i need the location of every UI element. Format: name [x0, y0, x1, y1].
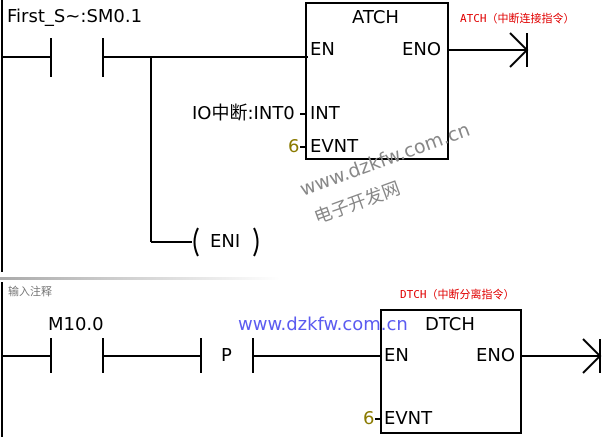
- dtch-evnt-value[interactable]: 6: [363, 408, 375, 429]
- int-operand[interactable]: IO中断:INT0: [192, 103, 295, 124]
- network-separator: [0, 277, 280, 280]
- atch-evnt-pin: EVNT: [310, 136, 359, 157]
- dtch-eno-pin: ENO: [476, 345, 516, 366]
- atch-evnt-value[interactable]: 6: [288, 136, 300, 157]
- atch-int-pin: INT: [310, 103, 340, 124]
- atch-annotation: ATCH（中断连接指令）: [460, 12, 575, 25]
- coil-right-paren: [253, 227, 259, 257]
- dtch-title: DTCH: [425, 314, 475, 335]
- p-contact-label: P: [221, 345, 232, 366]
- network-comment[interactable]: 输入注释: [8, 285, 52, 298]
- eni-coil-label[interactable]: ENI: [210, 231, 241, 252]
- atch-en-pin: EN: [310, 39, 335, 60]
- contact-label-m10-0[interactable]: M10.0: [48, 314, 104, 335]
- dtch-evnt-pin: EVNT: [384, 408, 433, 429]
- atch-box: [305, 2, 449, 160]
- coil-left-paren: [193, 227, 199, 257]
- contact-label-sm0-1[interactable]: First_S~:SM0.1: [7, 6, 143, 27]
- atch-title: ATCH: [352, 7, 399, 28]
- atch-eno-pin: ENO: [402, 39, 442, 60]
- dtch-en-pin: EN: [384, 345, 409, 366]
- watermark-url: www.dzkfw.com.cn: [238, 314, 408, 335]
- dtch-box: [380, 309, 522, 434]
- dtch-annotation: DTCH（中断分离指令）: [400, 288, 515, 301]
